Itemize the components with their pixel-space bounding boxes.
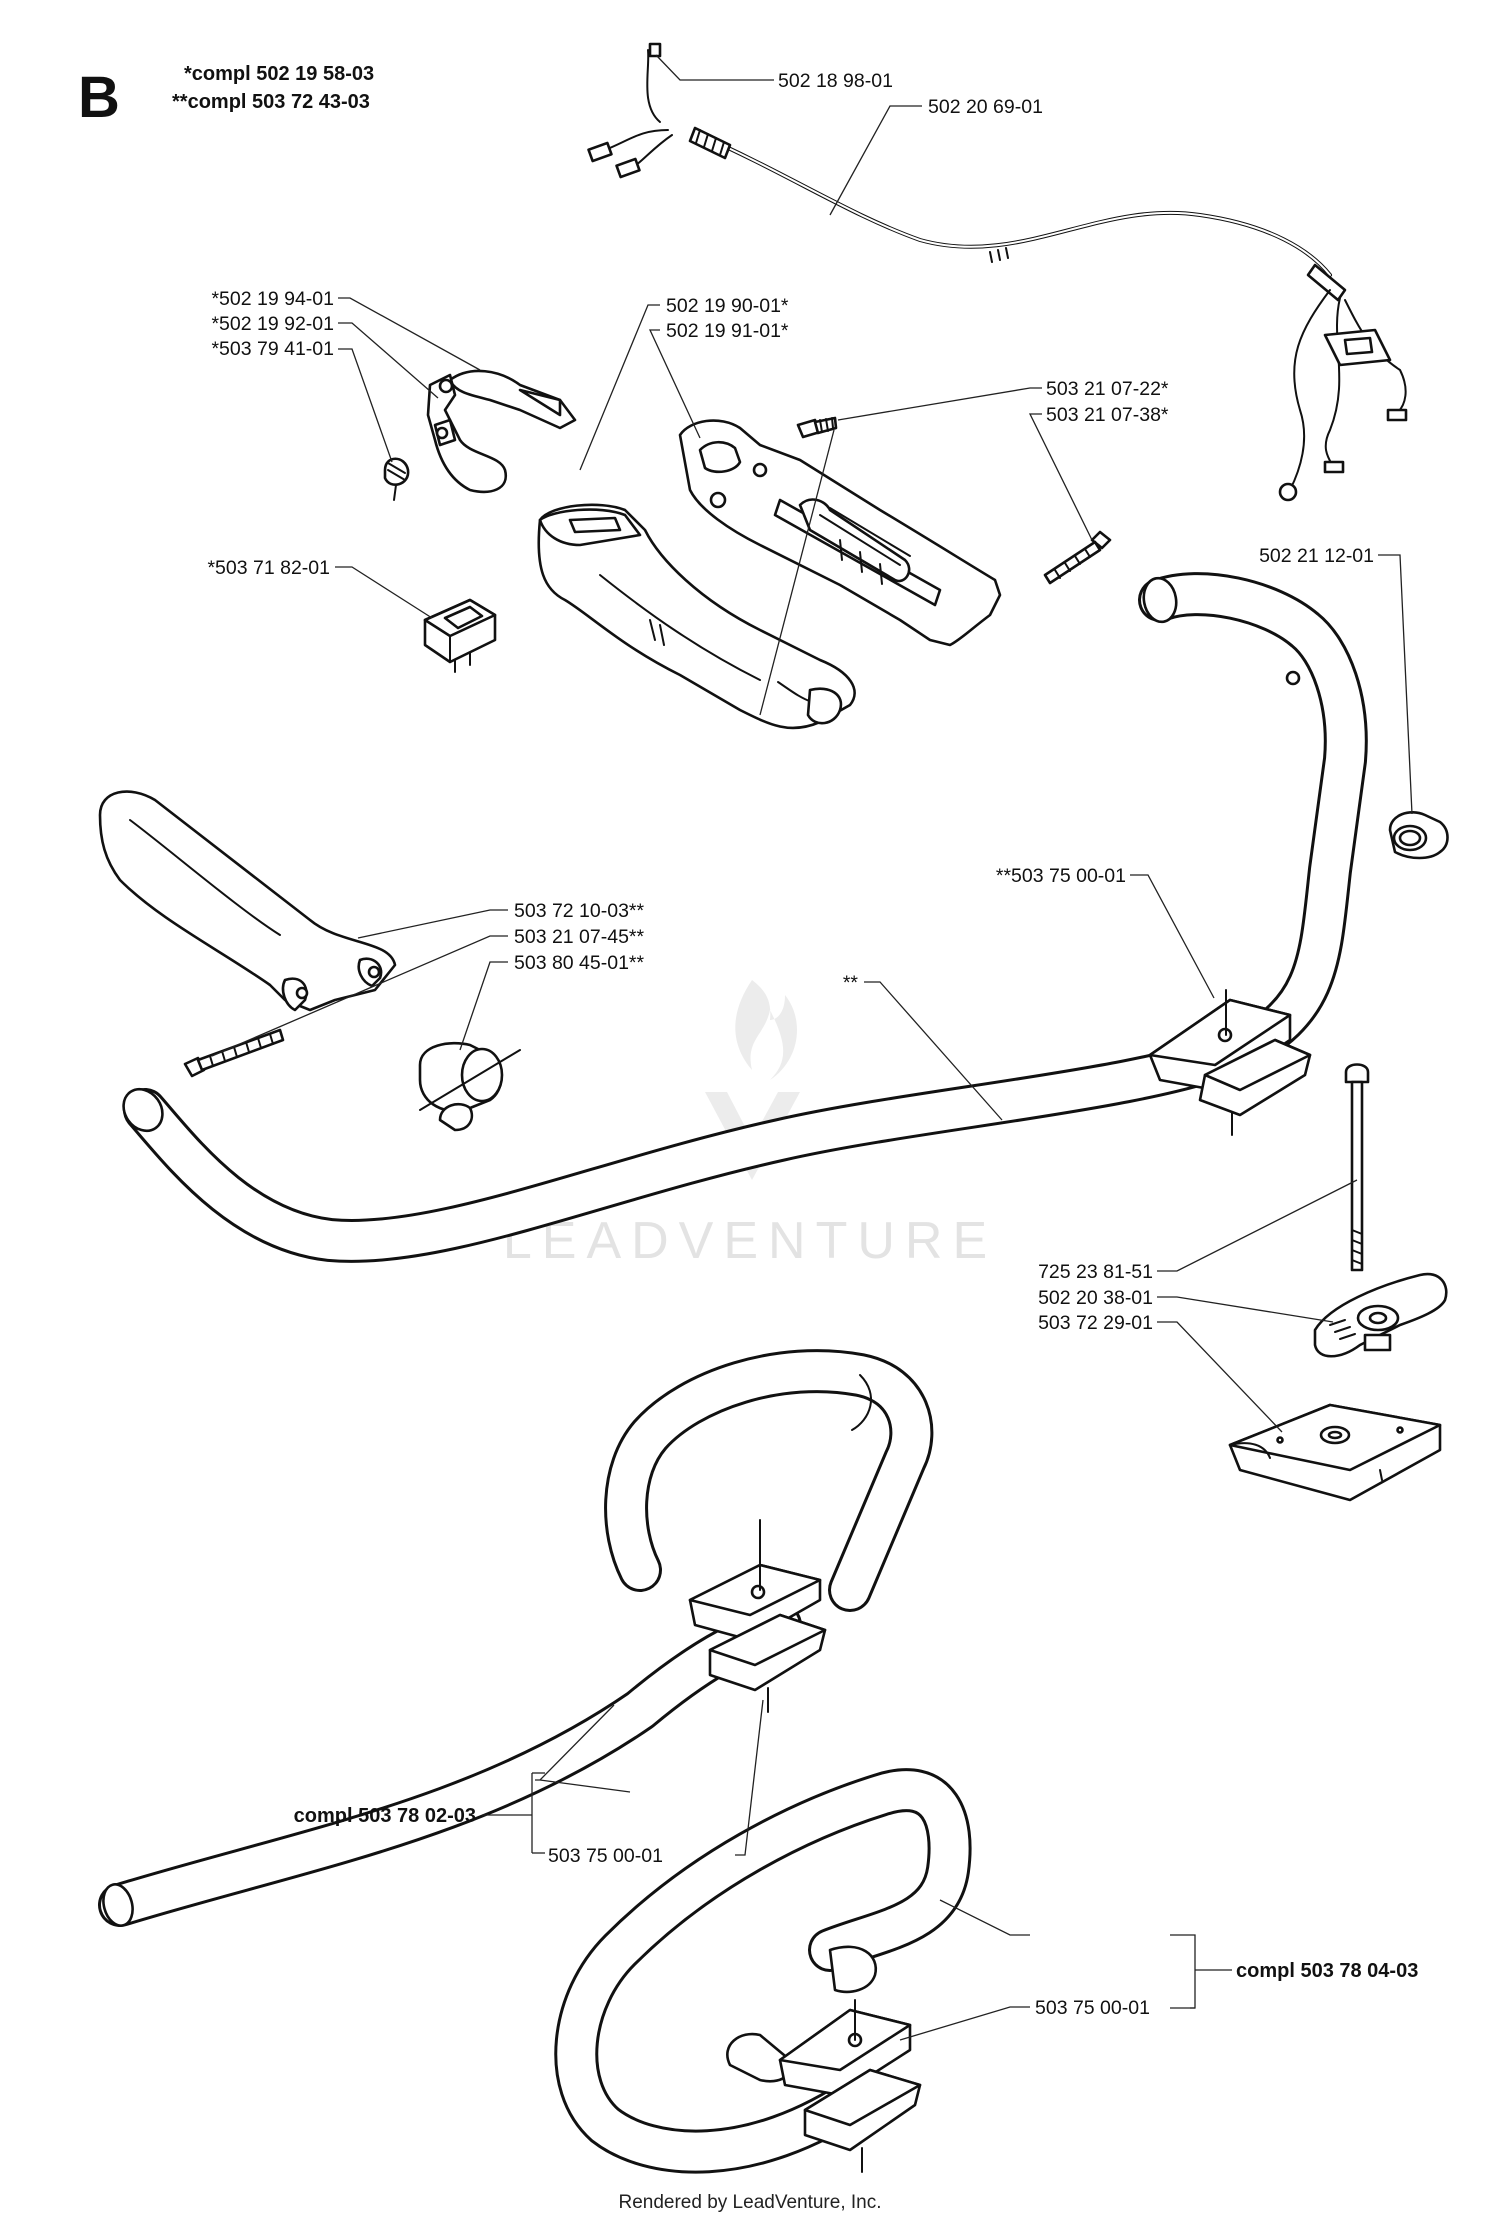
loop-handle-2 — [554, 1768, 972, 2174]
label-grip-screw[interactable]: 503 21 07-45** — [514, 926, 645, 948]
label-sleeve[interactable]: 503 80 45-01** — [514, 952, 645, 974]
compl-single-label: *compl 502 19 58-03 — [184, 63, 374, 85]
label-bolt[interactable]: 725 23 81-51 — [1038, 1261, 1153, 1283]
label-clamp-top[interactable]: **503 75 00-01 — [996, 865, 1126, 887]
v-logo-icon — [705, 1092, 800, 1180]
trigger-assembly — [383, 369, 577, 501]
label-handle-half-b[interactable]: 502 19 91-01* — [666, 320, 789, 342]
handlebar-clamp — [1148, 989, 1312, 1136]
watermark: LEADVENTURE — [503, 980, 997, 1270]
grip — [98, 790, 397, 1012]
loop-handle-1 — [98, 1349, 934, 1927]
label-loop-clamp-1[interactable]: 503 75 00-01 — [548, 1845, 663, 1867]
knob — [1313, 1272, 1448, 1358]
throttle-cable — [587, 42, 1408, 502]
sleeve — [418, 1041, 521, 1132]
label-screw-a[interactable]: 503 21 07-22* — [1046, 378, 1169, 400]
handle-screws — [796, 416, 1112, 585]
flame-icon — [735, 980, 797, 1080]
label-screw-b[interactable]: 503 21 07-38* — [1046, 404, 1169, 426]
label-spring[interactable]: *503 79 41-01 — [211, 338, 334, 360]
label-knob[interactable]: 502 20 38-01 — [1038, 1287, 1153, 1309]
label-handle-half-a[interactable]: 502 19 90-01* — [666, 295, 789, 317]
handlebar — [122, 572, 1368, 1263]
bolt — [1344, 1063, 1370, 1272]
label-cable-end[interactable]: 502 18 98-01 — [778, 70, 893, 92]
stop-switch — [423, 598, 497, 673]
watermark-text: LEADVENTURE — [503, 1212, 997, 1270]
footer-credit: Rendered by LeadVenture, Inc. — [618, 2192, 881, 2213]
label-grip[interactable]: 503 72 10-03** — [514, 900, 645, 922]
handle-half-b — [678, 419, 1002, 647]
handle-half-a — [537, 503, 856, 730]
label-loop-compl-2[interactable]: compl 503 78 04-03 — [1236, 1960, 1418, 1982]
compl-double-label: **compl 503 72 43-03 — [172, 91, 370, 113]
label-cable[interactable]: 502 20 69-01 — [928, 96, 1043, 118]
clamp-base — [1228, 1403, 1442, 1502]
grip-screw — [183, 1028, 285, 1078]
part-labels: 502 18 98-01 502 20 69-01 *502 19 94-01 … — [207, 70, 1418, 2019]
leader-lines — [211, 54, 1413, 2041]
label-trigger[interactable]: *502 19 94-01 — [211, 288, 334, 310]
section-letter: B — [78, 65, 120, 130]
label-stop-switch[interactable]: *503 71 82-01 — [207, 557, 330, 579]
cable-clip — [1388, 810, 1449, 860]
label-loop-clamp-2[interactable]: 503 75 00-01 — [1035, 1997, 1150, 2019]
label-clamp-base[interactable]: 503 72 29-01 — [1038, 1312, 1153, 1334]
label-cable-clip[interactable]: 502 21 12-01 — [1259, 545, 1374, 567]
label-throttle-lock[interactable]: *502 19 92-01 — [211, 313, 334, 335]
label-handlebar[interactable]: ** — [843, 972, 859, 994]
label-loop-compl-1[interactable]: compl 503 78 02-03 — [294, 1805, 476, 1827]
